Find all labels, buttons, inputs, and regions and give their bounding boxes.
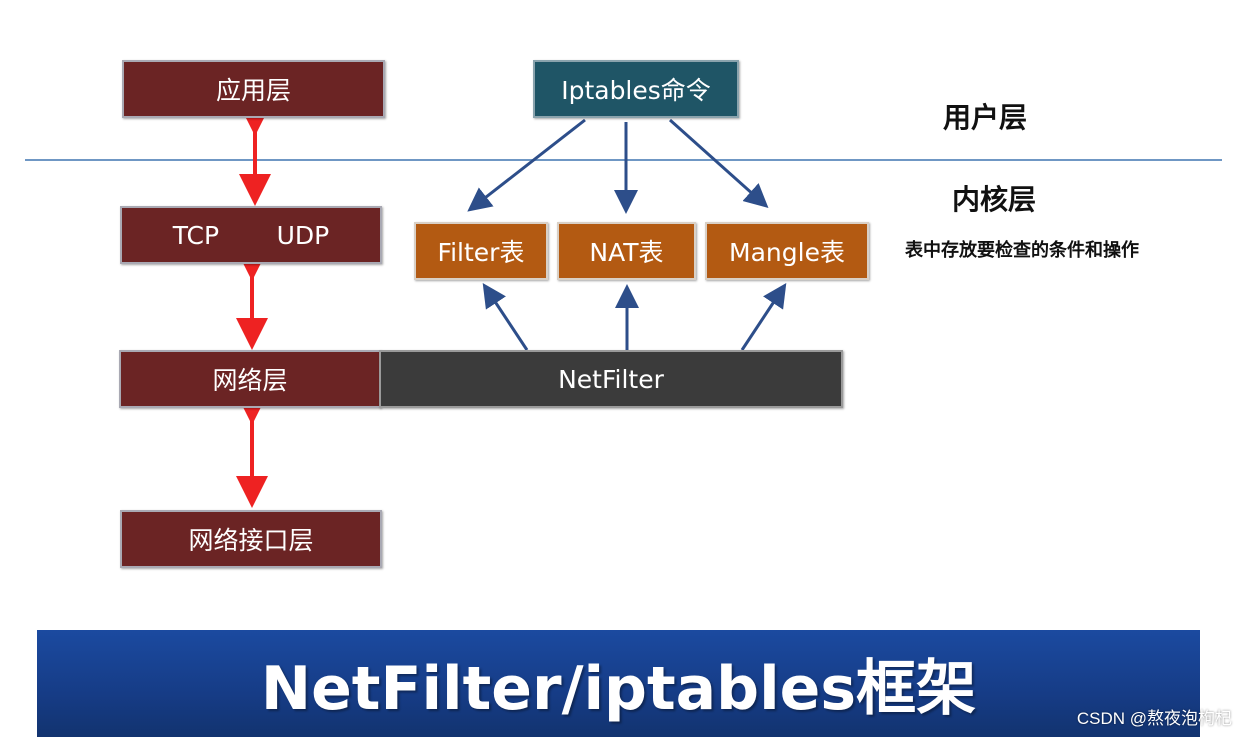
kernel-layer-label: 内核层 <box>952 183 1037 216</box>
mangle-table-box: Mangle表 <box>705 222 869 280</box>
netfilter-box: NetFilter <box>379 350 843 408</box>
arrow-command-mangle <box>669 118 769 208</box>
nat-table-label: NAT表 <box>589 238 664 267</box>
filter-table-label: Filter表 <box>437 238 525 267</box>
table-note-label: 表中存放要检查的条件和操作 <box>905 240 1139 261</box>
iptables-command-label: Iptables命令 <box>561 76 711 105</box>
netfilter-label: NetFilter <box>558 364 664 394</box>
tcp-label: TCP <box>172 220 220 250</box>
interface-layer-box: 网络接口层 <box>120 510 382 568</box>
network-layer-label: 网络层 <box>212 366 288 395</box>
user-layer-label: 用户层 <box>943 101 1028 134</box>
watermark: CSDN @熬夜泡枸杞 <box>1076 709 1232 728</box>
application-layer-box: 应用层 <box>122 60 385 118</box>
arrow-netfilter-mangle <box>740 282 787 351</box>
network-layer-box: 网络层 <box>119 350 381 408</box>
arrow-command-filter <box>467 118 586 212</box>
application-layer-label: 应用层 <box>215 76 291 105</box>
transport-layer-box: TCP UDP <box>120 206 382 264</box>
banner-title: NetFilter/iptables框架 <box>260 654 977 724</box>
nat-table-box: NAT表 <box>557 222 696 280</box>
mangle-table-label: Mangle表 <box>729 238 845 267</box>
udp-label: UDP <box>276 220 330 250</box>
iptables-command-box: Iptables命令 <box>533 60 739 118</box>
title-banner: NetFilter/iptables框架 <box>37 630 1200 737</box>
filter-table-box: Filter表 <box>414 222 548 280</box>
arrow-netfilter-filter <box>482 282 529 351</box>
interface-layer-label: 网络接口层 <box>188 526 314 555</box>
